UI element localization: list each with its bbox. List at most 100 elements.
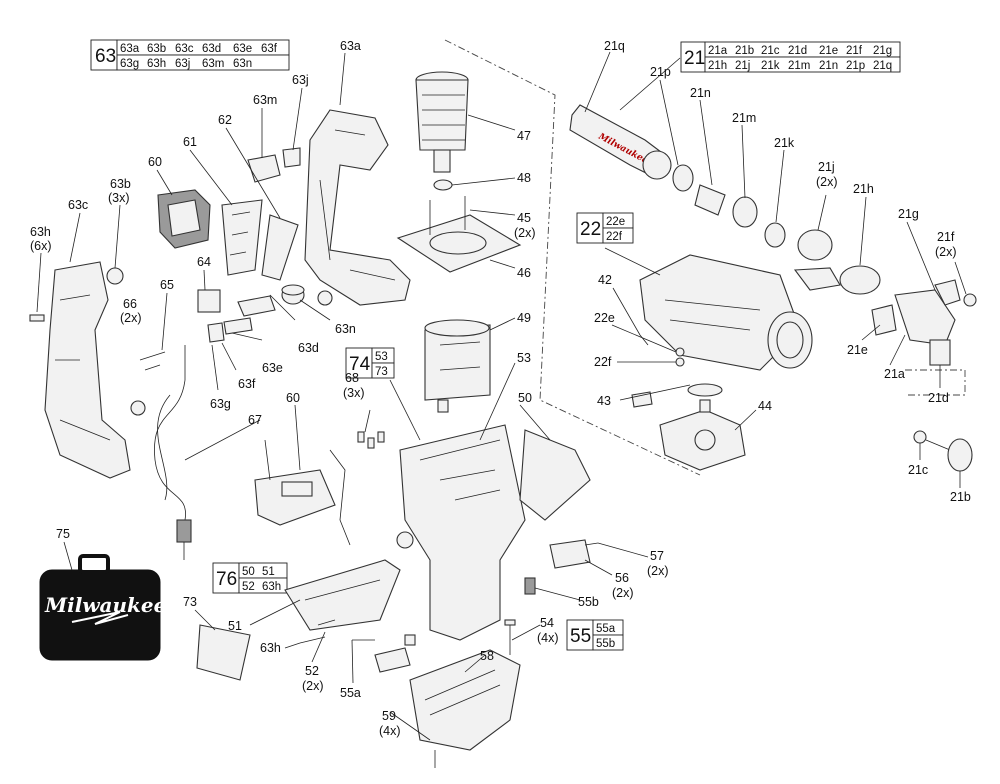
callout-21c: 21c bbox=[908, 463, 928, 477]
part-50-side-cover[interactable] bbox=[519, 429, 591, 521]
part-21q-side-handle[interactable]: Milwaukee bbox=[569, 104, 672, 180]
part-21h-ring[interactable] bbox=[839, 265, 881, 295]
part-21j-clamp-lower[interactable] bbox=[793, 267, 841, 291]
part-63m-clip[interactable] bbox=[247, 154, 281, 183]
callout-21k: 21k bbox=[774, 136, 795, 150]
part-49-stator[interactable] bbox=[424, 319, 491, 413]
callout-45: 45 bbox=[517, 211, 531, 225]
callout-52-qty: (2x) bbox=[302, 679, 324, 693]
group-box-21[interactable]: 21 21a 21b 21c 21d 21e 21f 21g 21h 21j 2… bbox=[680, 41, 901, 73]
part-21j-clamp[interactable] bbox=[797, 229, 833, 261]
part-21m-spring[interactable] bbox=[732, 196, 758, 228]
part-21g-block[interactable] bbox=[934, 279, 961, 306]
part-22-gear-housing[interactable] bbox=[639, 254, 813, 371]
svg-text:63: 63 bbox=[95, 46, 116, 67]
part-75-carry-case[interactable]: Milwaukee bbox=[39, 554, 166, 661]
svg-text:21n: 21n bbox=[819, 60, 838, 72]
part-60-electronic-module[interactable] bbox=[254, 439, 351, 546]
callout-21j: 21j bbox=[818, 160, 835, 174]
part-57-screw[interactable] bbox=[584, 542, 599, 546]
callout-21q: 21q bbox=[604, 39, 625, 53]
part-21f-nut[interactable] bbox=[963, 293, 977, 307]
part-63b-washer[interactable] bbox=[106, 267, 124, 285]
svg-text:55: 55 bbox=[570, 626, 591, 647]
callout-63h1: 63h bbox=[30, 225, 51, 239]
part-63h-screw-lower[interactable] bbox=[299, 636, 326, 644]
callout-63n: 63n bbox=[335, 322, 356, 336]
svg-text:21b: 21b bbox=[735, 45, 754, 57]
part-21k-collar[interactable] bbox=[764, 222, 786, 248]
part-63a-main-handle[interactable] bbox=[304, 109, 411, 306]
part-55a-brush-holder[interactable] bbox=[374, 634, 416, 673]
part-21g-bracket[interactable] bbox=[894, 289, 956, 346]
part-60-gasket[interactable] bbox=[157, 189, 211, 249]
part-63e-plate[interactable] bbox=[223, 317, 253, 335]
part-55b-brush[interactable] bbox=[524, 577, 536, 595]
leader-lines bbox=[36, 51, 967, 741]
group-box-22[interactable]: 22 22e 22f bbox=[576, 212, 634, 244]
callout-21b: 21b bbox=[950, 490, 971, 504]
part-21e-pad[interactable] bbox=[871, 304, 897, 336]
svg-text:52: 52 bbox=[242, 581, 255, 593]
part-48-bearing[interactable] bbox=[433, 179, 453, 191]
part-46-baffle-plate[interactable] bbox=[396, 196, 522, 273]
part-58-bottom-cover[interactable] bbox=[409, 649, 521, 751]
part-21n-sleeve[interactable] bbox=[694, 184, 726, 216]
svg-text:21p: 21p bbox=[846, 60, 865, 72]
part-56-holder[interactable] bbox=[549, 539, 591, 569]
callout-63h1-qty: (6x) bbox=[30, 239, 52, 253]
part-63j-spring[interactable] bbox=[282, 147, 301, 168]
part-61-cover[interactable] bbox=[221, 199, 263, 276]
part-42-screw[interactable] bbox=[639, 334, 649, 346]
case-brand-logo: Milwaukee bbox=[44, 593, 166, 617]
group-box-55[interactable]: 55 55a 55b bbox=[566, 619, 624, 651]
svg-text:73: 73 bbox=[375, 366, 388, 378]
part-21b-knob[interactable] bbox=[925, 438, 973, 472]
callout-54-qty: (4x) bbox=[537, 631, 559, 645]
part-22e-pin[interactable] bbox=[675, 347, 685, 357]
part-62-panel[interactable] bbox=[261, 214, 299, 281]
part-washer-66[interactable] bbox=[130, 400, 146, 416]
group-box-76[interactable]: 76 50 51 52 63h bbox=[212, 562, 288, 594]
part-66-screws[interactable] bbox=[139, 351, 166, 371]
part-64-switch[interactable] bbox=[197, 289, 221, 313]
svg-text:63h: 63h bbox=[262, 581, 281, 593]
group-box-74[interactable]: 74 53 73 bbox=[345, 347, 395, 379]
part-63d-plate[interactable] bbox=[237, 295, 276, 317]
svg-text:21g: 21g bbox=[873, 45, 892, 57]
part-52-screw[interactable] bbox=[317, 619, 336, 626]
part-43-connector[interactable] bbox=[631, 391, 653, 408]
part-21p-washer[interactable] bbox=[672, 164, 694, 192]
part-67-power-cord[interactable] bbox=[154, 345, 192, 560]
part-63n-knob[interactable] bbox=[281, 284, 333, 306]
part-44-intermediate-flange[interactable] bbox=[659, 399, 746, 471]
alignment-lines bbox=[444, 39, 966, 476]
group-box-63[interactable]: 63 63a 63b 63c 63d 63e 63f 63g 63h 63j 6… bbox=[90, 39, 290, 71]
part-51-handle-cover[interactable] bbox=[284, 559, 401, 631]
callout-53: 53 bbox=[517, 351, 531, 365]
callout-58: 58 bbox=[480, 649, 494, 663]
callout-56-qty: (2x) bbox=[612, 586, 634, 600]
svg-text:63c: 63c bbox=[175, 43, 194, 55]
svg-text:21c: 21c bbox=[761, 45, 780, 57]
part-65-terminal[interactable] bbox=[207, 322, 225, 343]
svg-text:21e: 21e bbox=[819, 45, 838, 57]
callout-52: 52 bbox=[305, 664, 319, 678]
part-63c-handle-housing[interactable] bbox=[29, 261, 131, 479]
part-21c-washer[interactable] bbox=[913, 430, 927, 444]
callout-63m: 63m bbox=[253, 93, 277, 107]
part-21d-block[interactable] bbox=[929, 339, 951, 366]
part-54-bolt[interactable] bbox=[504, 619, 516, 655]
part-53-motor-housing[interactable] bbox=[396, 424, 526, 641]
part-43-o-ring[interactable] bbox=[687, 383, 723, 397]
svg-text:50: 50 bbox=[242, 566, 255, 578]
part-22f-pin[interactable] bbox=[675, 357, 685, 367]
part-68-screws[interactable] bbox=[357, 431, 385, 449]
part-47-armature[interactable] bbox=[415, 71, 469, 173]
callout-21f: 21f bbox=[937, 230, 955, 244]
svg-text:63d: 63d bbox=[202, 43, 221, 55]
part-73-label[interactable] bbox=[196, 624, 251, 681]
svg-text:76: 76 bbox=[216, 569, 237, 590]
